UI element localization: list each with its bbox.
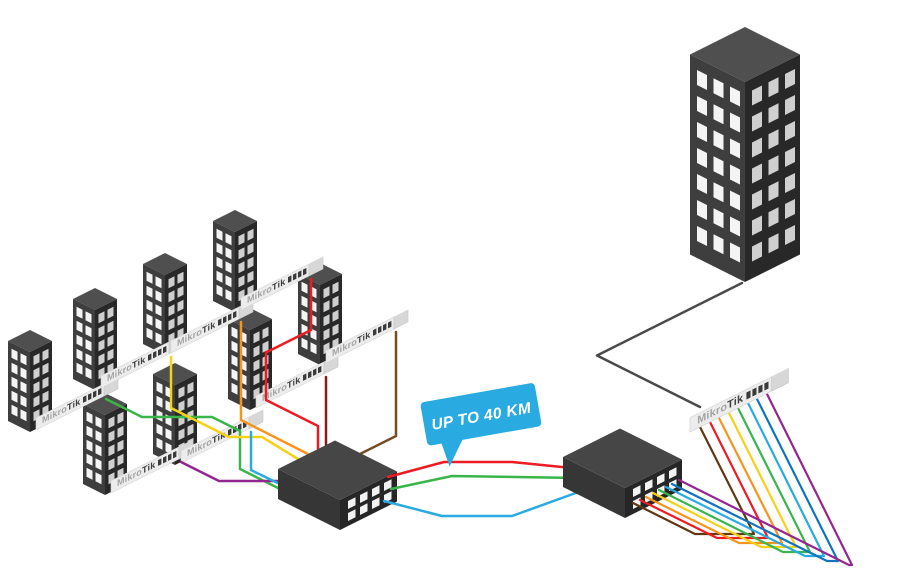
customer-switch (689, 367, 790, 433)
backbone-links (382, 460, 586, 518)
backbone-link-red (386, 460, 574, 479)
fanout-cable-1 (631, 425, 756, 536)
fanout-cable-8 (677, 392, 854, 567)
access-cable-red (264, 277, 320, 451)
fanout-cable-3 (644, 416, 784, 545)
access-cable-orange (239, 320, 310, 456)
uplink-cable (595, 281, 744, 409)
large-building (690, 27, 800, 282)
access-cables (104, 277, 398, 507)
access-cable-brown (359, 330, 398, 455)
access-cable-yellow (169, 355, 300, 461)
fanout-cable-4 (651, 411, 798, 549)
backbone-link-green (389, 474, 580, 491)
access-cable-green (104, 397, 288, 494)
aggregation-switch-left (278, 440, 397, 530)
callout: UP TO 40 KM (420, 383, 542, 467)
fanout-cables (631, 392, 854, 567)
backbone-link-blue (382, 488, 586, 518)
speech-bubble-tail (441, 438, 463, 467)
speech-bubble (420, 383, 542, 446)
aggregation-switch-right (563, 428, 682, 518)
fanout-cable-7 (670, 397, 840, 563)
